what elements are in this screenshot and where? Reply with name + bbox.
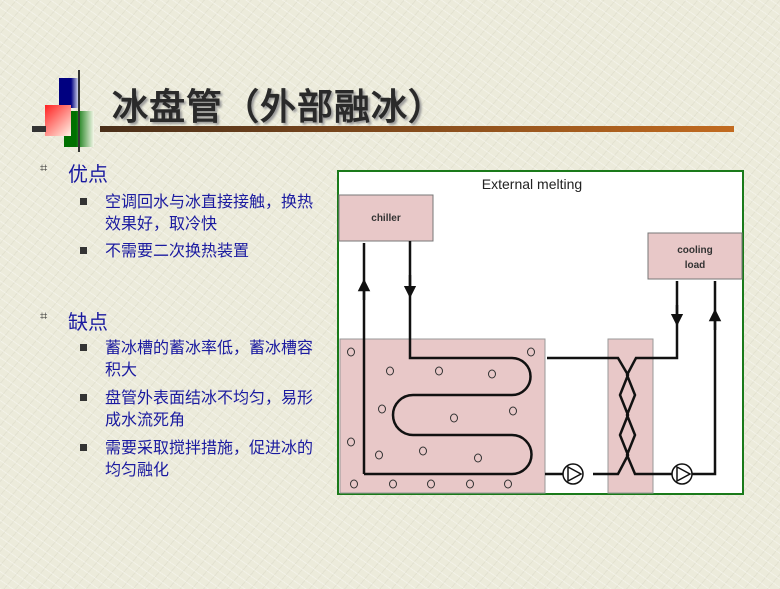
ice-bubbles	[347, 347, 535, 489]
title-rule	[100, 126, 734, 132]
item-text: 盘管外表面结冰不均匀，易形成水流死角	[105, 388, 314, 429]
section-heading: 优点	[68, 162, 108, 186]
chiller-label: chiller	[371, 213, 401, 224]
item-text: 需要采取搅拌措施，促进冰的均匀融化	[105, 438, 314, 479]
bullet-icon: ⌗	[40, 309, 48, 324]
load-label-2: load	[685, 260, 706, 271]
pumps	[562, 463, 693, 485]
list-item: 需要采取搅拌措施，促进冰的均匀融化	[80, 437, 330, 481]
bullet-icon: ⌗	[40, 161, 48, 176]
page-title: 冰盘管（外部融冰）	[112, 87, 446, 128]
item-text: 不需要二次换热装置	[105, 241, 250, 260]
diagram-title: External melting	[482, 176, 582, 192]
load-return-pipe	[653, 281, 717, 476]
coil-pipe	[364, 241, 533, 476]
list-item: 空调回水与冰直接接触，换热效果好，取冷快	[80, 191, 330, 235]
list-item: 蓄冰槽的蓄冰率低，蓄冰槽容积大	[80, 337, 330, 381]
chiller-box	[338, 194, 434, 242]
cooling-load-box	[647, 232, 743, 280]
list-item: 盘管外表面结冰不均匀，易形成水流死角	[80, 387, 330, 431]
hx-secondary	[625, 281, 679, 476]
item-text: 蓄冰槽的蓄冰率低，蓄冰槽容积大	[105, 338, 314, 379]
ice-tank	[339, 338, 546, 494]
load-label-1: cooling	[677, 245, 713, 256]
title-rule-left	[32, 126, 46, 132]
section-heading: 缺点	[68, 310, 108, 334]
list-item: 不需要二次换热装置	[80, 240, 330, 262]
item-text: 空调回水与冰直接接触，换热效果好，取冷快	[105, 192, 314, 233]
heat-exchanger	[607, 338, 654, 494]
